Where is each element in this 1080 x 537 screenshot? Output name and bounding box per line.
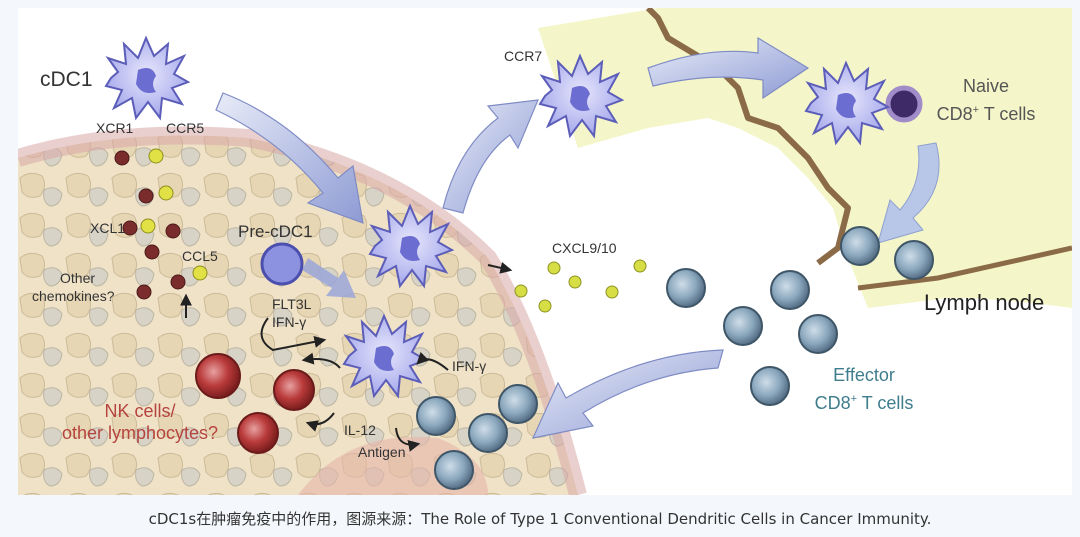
lymph-node-border (645, 8, 851, 266)
label-nk-line2: other lymphocytes? (61, 423, 219, 443)
label-nk: NK cells/ other lymphocytes? (40, 400, 240, 444)
label-pre-cdc1: Pre-cDC1 (238, 222, 313, 241)
t-cells (416, 226, 934, 490)
pre-cdc1-arrow (302, 258, 356, 298)
label-other-1: Other (60, 270, 96, 286)
label-effector: Effector CD8+ T cells (804, 363, 924, 415)
label-xcl1: XCL1 (90, 220, 126, 236)
pre-cdc1-cell (260, 242, 304, 286)
label-nk-line1: NK cells/ (104, 401, 176, 421)
label-ccl5: CCL5 (182, 248, 218, 264)
label-cdc1: cDC1 (40, 68, 93, 91)
label-naive-line1: Naive (962, 76, 1010, 96)
label-naive-line2: CD8+ T cells (936, 104, 1036, 124)
label-ifng-left: IFN-γ (272, 314, 307, 330)
naive-t-cell (885, 85, 923, 123)
label-lymph-node: Lymph node (924, 290, 1045, 315)
nk-cells (195, 353, 315, 454)
label-ifng-right: IFN-γ (452, 358, 487, 374)
label-ccr5: CCR5 (166, 120, 205, 136)
label-flt3l: FLT3L (272, 296, 312, 312)
signal-arrows (180, 262, 513, 452)
figure-caption: cDC1s在肿瘤免疫中的作用，图源来源：The Role of Type 1 C… (148, 510, 932, 528)
chemokine-dots (114, 148, 647, 313)
label-antigen: Antigen (358, 444, 406, 460)
tumor-boundary (18, 126, 587, 495)
diagram-canvas (18, 8, 1072, 495)
dendritic-cells (104, 35, 891, 399)
label-xcr1: XCR1 (96, 120, 134, 136)
label-effector-line1: Effector (833, 365, 895, 385)
lymph-node-border-right (857, 245, 1072, 291)
label-naive: Naive CD8+ T cells (926, 74, 1046, 126)
label-other-2: chemokines? (32, 288, 115, 304)
label-ccr7: CCR7 (504, 48, 543, 64)
label-effector-line2: CD8+ T cells (814, 393, 914, 413)
figure: cDC1 XCR1 CCR5 XCL1 CCL5 Other chemokine… (18, 8, 1072, 495)
migration-arrows (215, 36, 810, 439)
label-il12: IL-12 (344, 422, 376, 438)
label-cxcl910: CXCL9/10 (552, 240, 617, 256)
